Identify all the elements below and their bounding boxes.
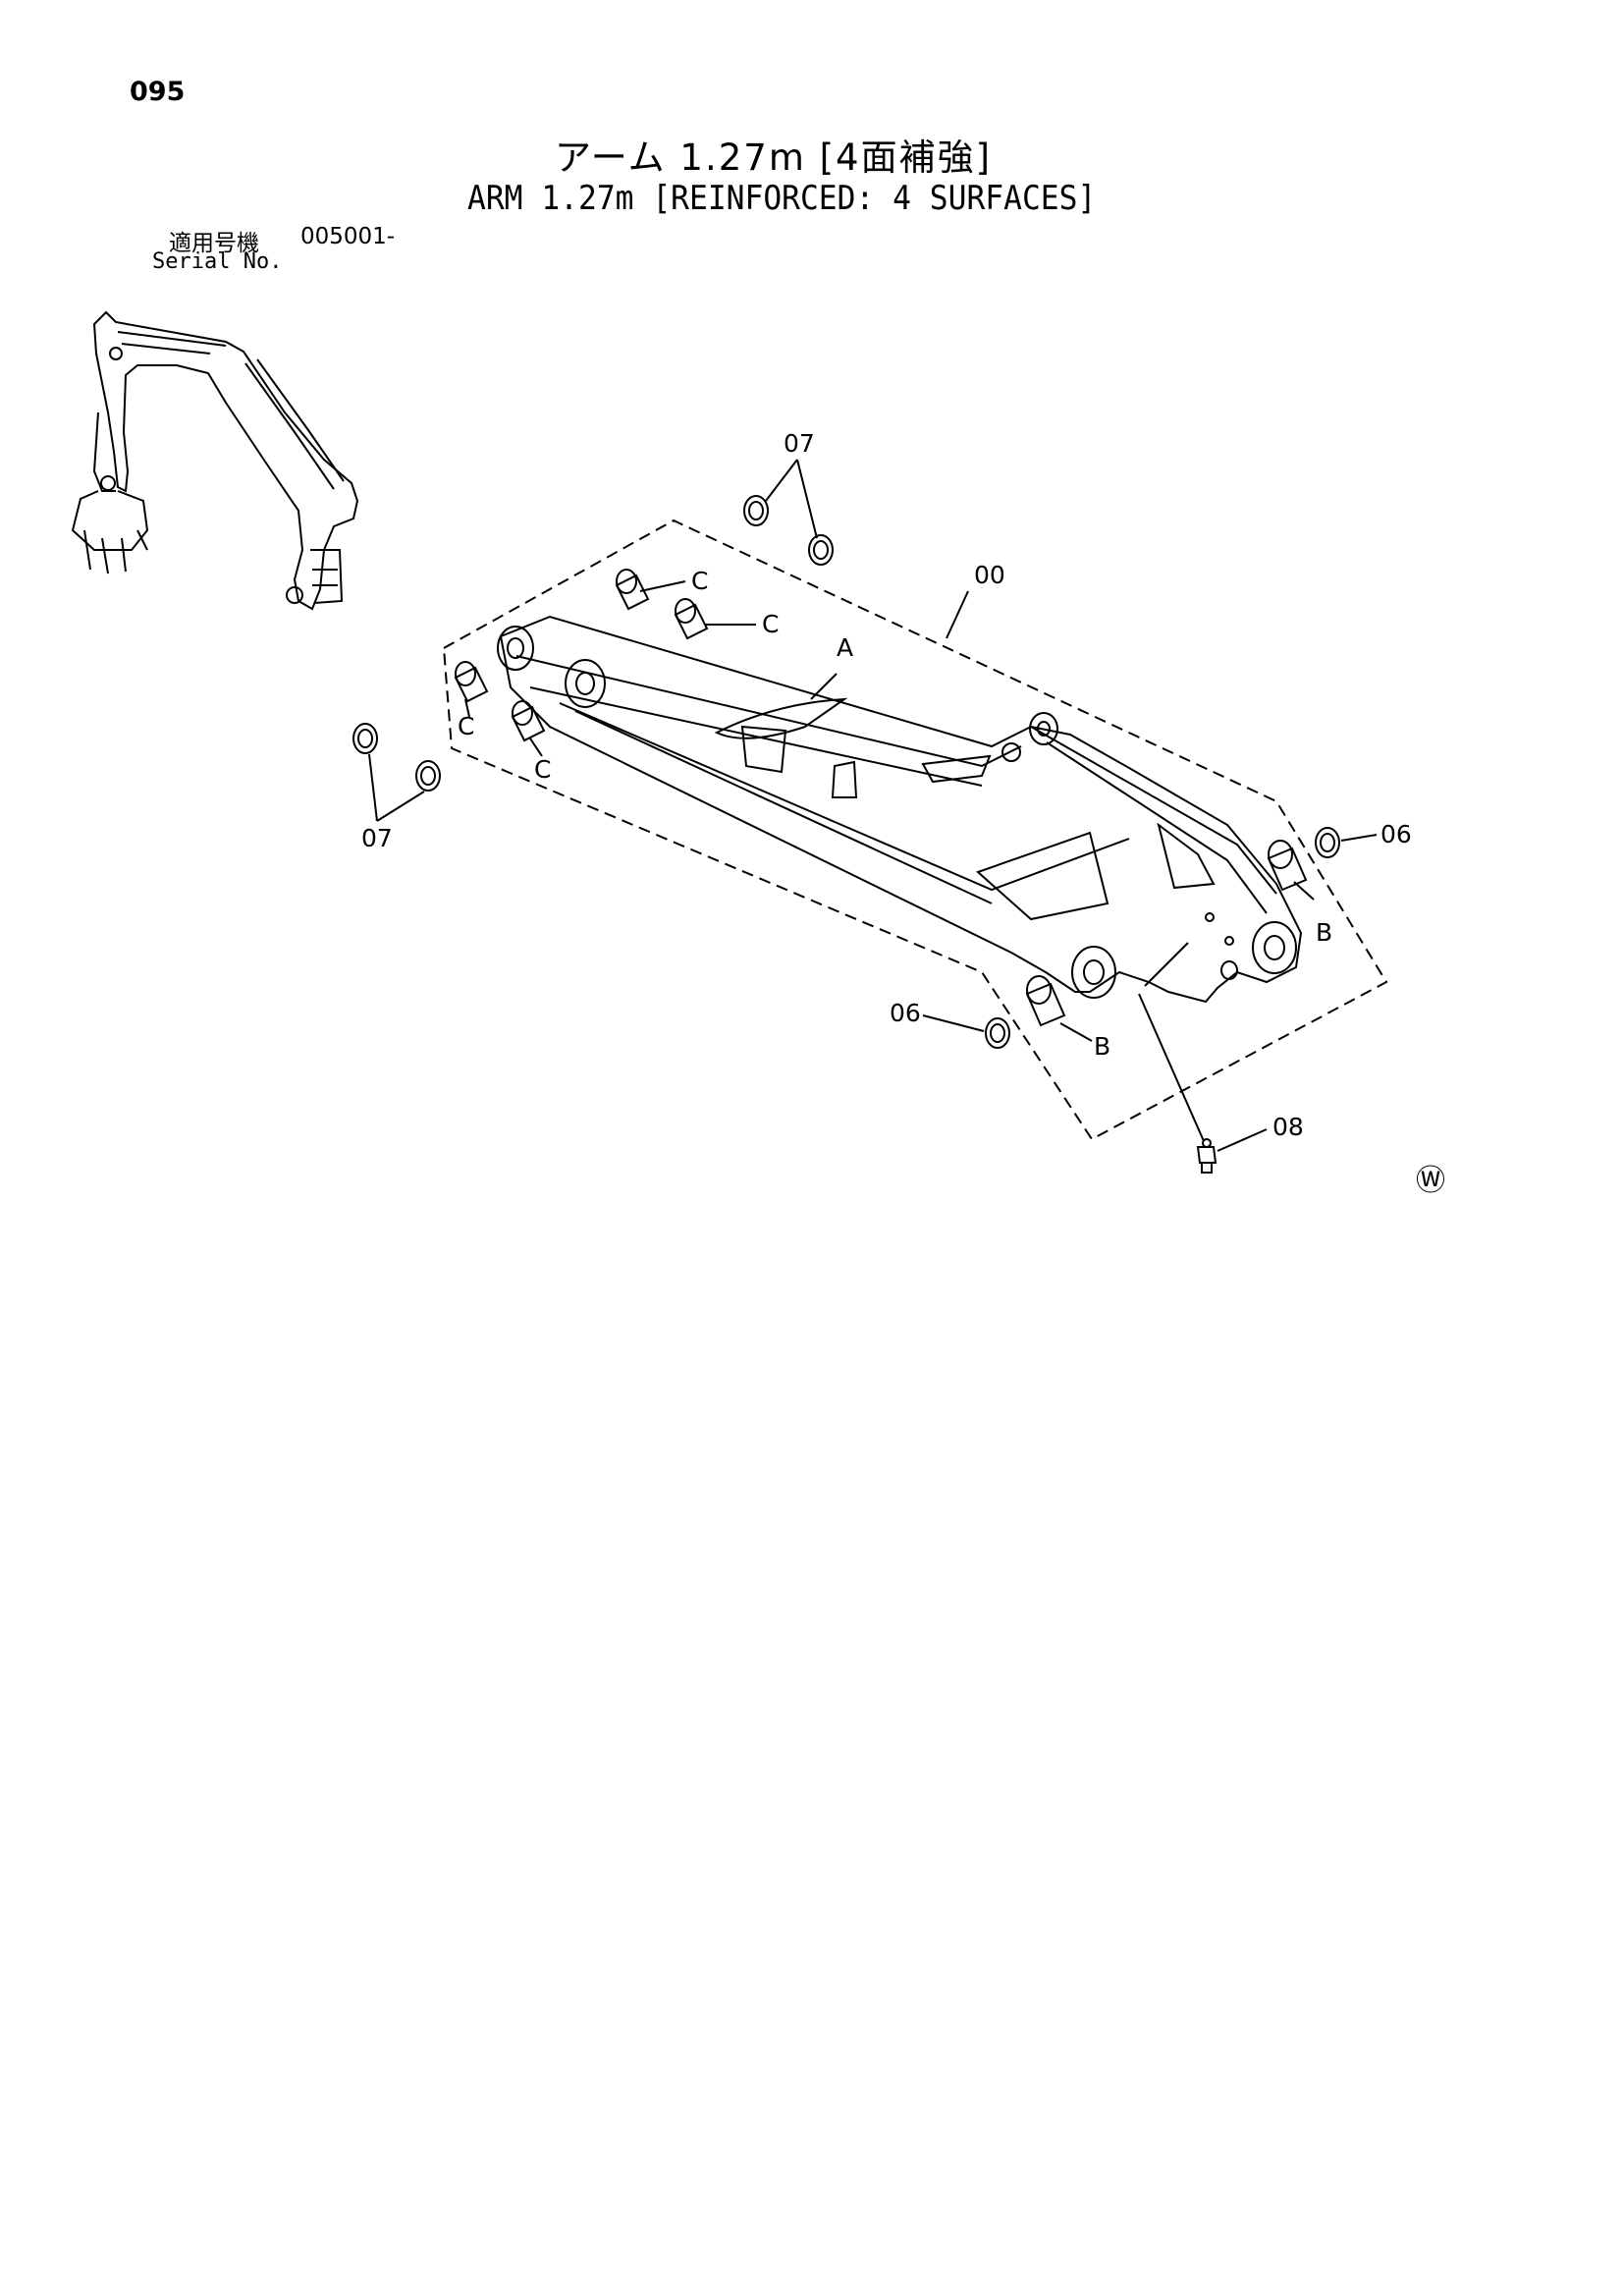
seal-07-left1 — [352, 723, 378, 754]
excavator-thumbnail-icon — [71, 310, 359, 611]
seal-07-top2 — [808, 534, 834, 566]
label-c-left2: C — [534, 755, 551, 784]
label-c-top1: C — [691, 567, 708, 595]
serial-label-japanese: 適用号機 — [169, 231, 259, 256]
label-a: A — [837, 633, 853, 662]
bushing-c-top2 — [674, 598, 709, 640]
bushing-c-top1 — [615, 569, 650, 611]
page-number: 095 — [130, 77, 186, 107]
boss-top-right — [565, 659, 606, 708]
callout-07-top: 07 — [784, 429, 815, 458]
bushing-c-left1 — [454, 661, 489, 703]
bushing-b-upper — [1267, 840, 1308, 892]
boss-right-upper — [1029, 712, 1058, 745]
grease-fitting-08 — [1196, 1138, 1217, 1174]
callout-08: 08 — [1272, 1113, 1304, 1141]
callout-00: 00 — [974, 561, 1005, 589]
seal-07-top1 — [743, 495, 769, 526]
callout-07-left: 07 — [361, 824, 393, 852]
arm-body — [499, 615, 1303, 1004]
assembly-outline — [442, 519, 1388, 1141]
watermark-w-icon: Ⓦ — [1416, 1164, 1445, 1198]
bushing-b-lower — [1025, 975, 1066, 1027]
boss-right-lower — [1071, 946, 1116, 999]
label-c-top2: C — [762, 610, 779, 638]
title-english: ARM 1.27m [REINFORCED: 4 SURFACES] — [467, 179, 1097, 218]
boss-right-middle — [1252, 921, 1297, 974]
leader-lines — [368, 459, 1378, 1152]
boss-top-left — [497, 626, 534, 671]
serial-label-english: Serial No. — [152, 249, 283, 274]
boss-small-lower — [1220, 960, 1238, 980]
serial-number-value: 005001- — [300, 224, 396, 249]
callout-06-left: 06 — [890, 999, 921, 1027]
callout-06-right: 06 — [1380, 820, 1412, 848]
label-c-left1: C — [458, 712, 474, 740]
bushing-c-left2 — [511, 700, 546, 742]
title-japanese: アーム 1.27m [4面補強] — [555, 137, 993, 179]
label-b-lower: B — [1094, 1032, 1110, 1061]
seal-06-right — [1315, 827, 1340, 858]
label-b-upper: B — [1316, 918, 1332, 947]
seal-06-left — [985, 1017, 1010, 1049]
seal-07-left2 — [415, 760, 441, 792]
